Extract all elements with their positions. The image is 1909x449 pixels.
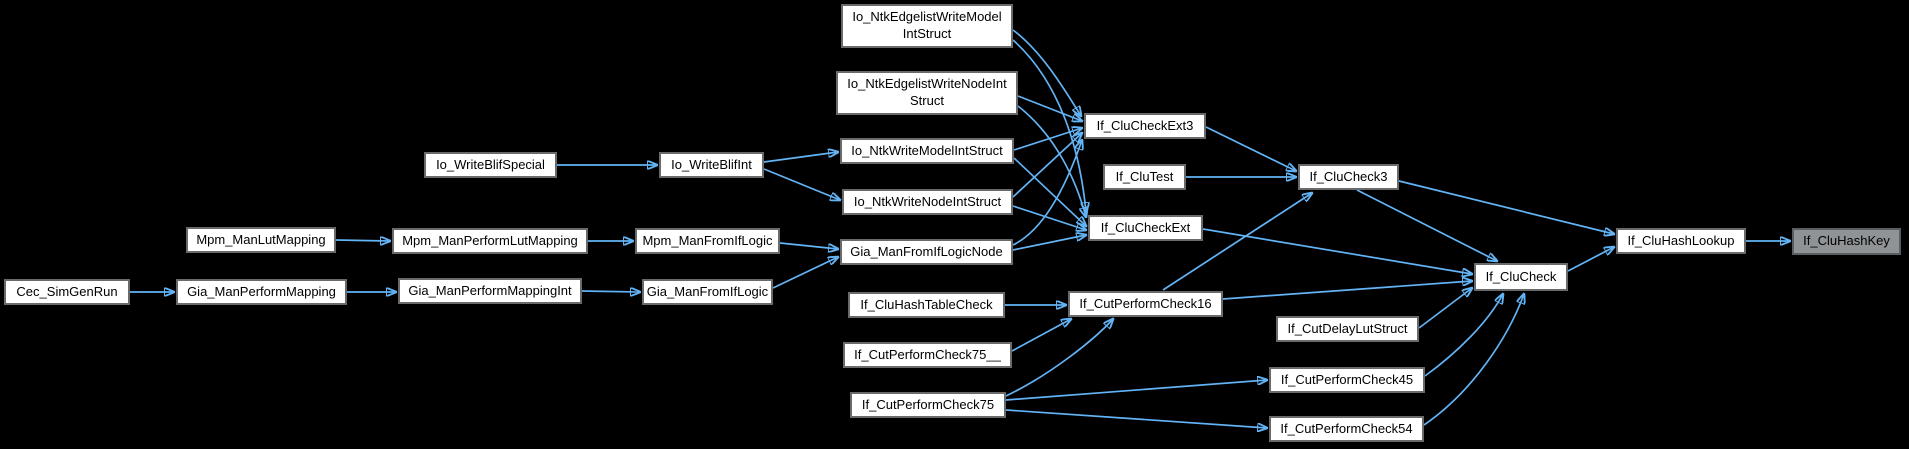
node-gia-manperformmappingint[interactable]: Gia_ManPerformMappingInt [398, 278, 582, 304]
node-if-cutperformcheck54[interactable]: If_CutPerformCheck54 [1269, 416, 1424, 442]
edge-if-cutperformcheck45-to-if-clucheck [1424, 294, 1503, 377]
node-if-cluhashlookup[interactable]: If_CluHashLookup [1616, 228, 1746, 254]
edge-gia-manfromiflogic-to-gia-manfromiflogicnode [772, 257, 838, 289]
node-io-writeblifspecial[interactable]: Io_WriteBlifSpecial [424, 152, 557, 178]
node-if-cluhashtablecheck[interactable]: If_CluHashTableCheck [848, 292, 1005, 318]
node-mpm-manfromiflogic[interactable]: Mpm_ManFromIfLogic [635, 228, 780, 254]
edge-io-ntkedgelistwritemodelintstruct-to-if-clucheckext [1012, 39, 1086, 212]
edge-io-ntkwritemodelintstruct-to-if-clucheckext [1013, 157, 1086, 226]
edge-io-ntkwritenodeintstruct-to-if-clucheckext3 [1012, 133, 1082, 198]
edge-mpm-manfromiflogic-to-gia-manfromiflogicnode [779, 242, 838, 249]
edge-if-clucheck3-to-if-cluhashlookup [1398, 180, 1614, 234]
node-io-ntkedgelistwritenodeintstruct[interactable]: Io_NtkEdgelistWriteNodeInt Struct [836, 71, 1018, 115]
node-if-clucheck3[interactable]: If_CluCheck3 [1298, 164, 1399, 190]
edge-gia-manfromiflogicnode-to-if-clucheckext [1012, 235, 1086, 251]
node-if-clucheckext[interactable]: If_CluCheckExt [1088, 215, 1203, 241]
edge-if-cutperformcheck54-to-if-clucheck [1423, 294, 1524, 426]
node-gia-manfromiflogicnode[interactable]: Gia_ManFromIfLogicNode [840, 239, 1013, 265]
edge-io-writeblifint-to-io-ntkwritenodeintstruct [763, 168, 840, 200]
node-label-line: Io_NtkEdgelistWriteNodeInt [847, 76, 1007, 92]
edge-if-cutperformcheck75--to-if-cutperformcheck16 [1011, 319, 1071, 352]
node-gia-manperformmapping[interactable]: Gia_ManPerformMapping [176, 279, 347, 305]
edge-if-cutperformcheck75-to-if-cutperformcheck45 [1005, 380, 1267, 401]
node-io-ntkwritemodelintstruct[interactable]: Io_NtkWriteModelIntStruct [840, 138, 1014, 164]
edge-gia-manfromiflogicnode-to-if-clucheckext3 [1012, 140, 1082, 246]
node-mpm-manperformlutmapping[interactable]: Mpm_ManPerformLutMapping [392, 228, 588, 254]
edge-io-ntkedgelistwritenodeintstruct-to-if-clucheckext [1017, 105, 1086, 217]
node-if-clucheckext3[interactable]: If_CluCheckExt3 [1084, 113, 1206, 139]
edge-io-writeblifint-to-io-ntkwritemodelintstruct [763, 152, 838, 163]
node-io-writeblifint[interactable]: Io_WriteBlifInt [659, 152, 764, 178]
node-if-cutperformcheck16[interactable]: If_CutPerformCheck16 [1068, 291, 1223, 317]
node-cec-simgenrun[interactable]: Cec_SimGenRun [4, 279, 130, 305]
node-mpm-manlutmapping[interactable]: Mpm_ManLutMapping [186, 227, 336, 253]
edge-if-cutperformcheck16-to-if-clucheck3 [1162, 193, 1312, 291]
edge-if-clucheck-to-if-cluhashlookup [1567, 247, 1614, 272]
edge-if-cutperformcheck16-to-if-clucheck [1222, 281, 1472, 300]
node-if-cutperformcheck75--[interactable]: If_CutPerformCheck75__ [843, 342, 1012, 368]
edge-if-clucheckext-to-if-clucheck [1202, 228, 1472, 274]
node-if-cutperformcheck45[interactable]: If_CutPerformCheck45 [1269, 367, 1425, 393]
node-label-line: Io_NtkEdgelistWriteModel [852, 9, 1002, 25]
node-if-cutdelaylutstruct[interactable]: If_CutDelayLutStruct [1276, 316, 1419, 342]
edge-if-cutdelaylutstruct-to-if-clucheck [1418, 288, 1472, 329]
edge-if-cutperformcheck75-to-if-cutperformcheck16 [1005, 319, 1113, 397]
node-if-cutperformcheck75[interactable]: If_CutPerformCheck75 [850, 392, 1006, 418]
node-io-ntkedgelistwritemodelintstruct[interactable]: Io_NtkEdgelistWriteModel IntStruct [841, 4, 1013, 48]
node-gia-manfromiflogic[interactable]: Gia_ManFromIfLogic [642, 279, 773, 305]
node-label-line: Struct [910, 93, 944, 108]
node-if-clutest[interactable]: If_CluTest [1103, 164, 1186, 190]
edge-mpm-manlutmapping-to-mpm-manperformlutmapping [335, 240, 390, 241]
edge-if-cutperformcheck75-to-if-cutperformcheck54 [1005, 409, 1267, 428]
node-if-clucheck[interactable]: If_CluCheck [1474, 263, 1568, 291]
edge-io-ntkedgelistwritemodelintstruct-to-if-clucheckext3 [1012, 29, 1081, 116]
edge-io-ntkwritenodeintstruct-to-if-clucheckext [1012, 205, 1086, 230]
node-io-ntkwritenodeintstruct[interactable]: Io_NtkWriteNodeIntStruct [842, 189, 1013, 215]
node-label-line: IntStruct [902, 26, 952, 41]
node-if-cluhashkey: If_CluHashKey [1792, 228, 1901, 255]
edge-gia-manperformmappingint-to-gia-manfromiflogic [581, 291, 640, 292]
edge-if-clucheck3-to-if-clucheck [1356, 189, 1497, 261]
edge-if-clucheckext3-to-if-clucheck3 [1205, 126, 1296, 171]
edge-io-ntkwritemodelintstruct-to-if-clucheckext3 [1013, 128, 1082, 151]
edge-io-ntkedgelistwritenodeintstruct-to-if-clucheckext3 [1017, 95, 1082, 121]
